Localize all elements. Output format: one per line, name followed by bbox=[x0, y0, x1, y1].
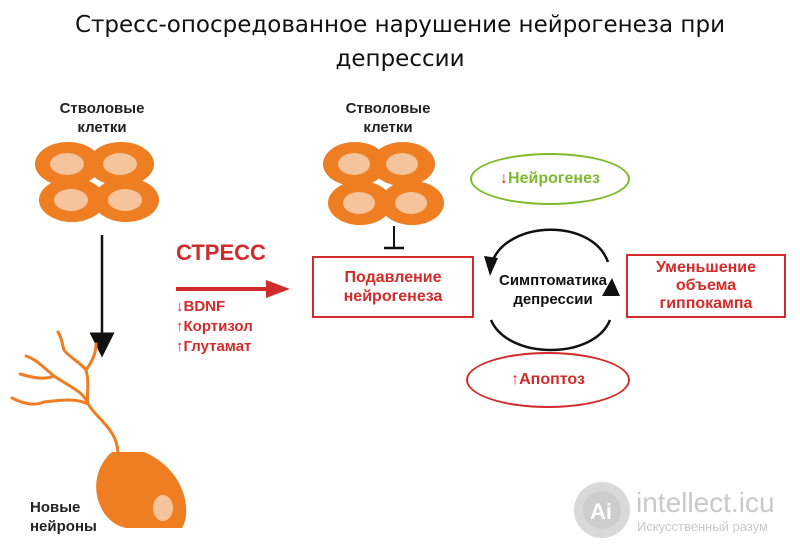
watermark-subtitle: Искусственный разум bbox=[637, 519, 768, 534]
apoptosis-ellipse: ↑Апоптоз bbox=[466, 352, 630, 408]
stress-arrow bbox=[176, 280, 290, 298]
up-arrow-icon: ↑ bbox=[176, 338, 184, 355]
watermark-text: intellect.icu bbox=[636, 487, 775, 518]
factor-glutamate: ↑Глутамат bbox=[176, 338, 252, 355]
cycle-arrows bbox=[484, 228, 620, 352]
stress-label: СТРЕСС bbox=[176, 240, 266, 265]
up-arrow-icon: ↑ bbox=[176, 318, 184, 335]
watermark-logo: Ai bbox=[574, 482, 630, 538]
left-stem-cells-label: Стволовые клетки bbox=[59, 100, 145, 136]
neuron-illustration bbox=[10, 330, 187, 528]
down-arrow-icon: ↓ bbox=[176, 298, 184, 315]
right-stem-cells-label: Стволовые клетки bbox=[345, 100, 431, 136]
inhibition-symbol bbox=[384, 226, 404, 250]
neurogenesis-ellipse: ↓Нейрогенез bbox=[470, 153, 630, 205]
new-neurons-label: Новые нейроны bbox=[30, 499, 97, 535]
svg-text:Ai: Ai bbox=[590, 499, 612, 524]
right-stem-cells bbox=[323, 142, 444, 225]
factor-cortisol: ↑Кортизол bbox=[176, 318, 253, 335]
title-line-2: депрессии bbox=[335, 46, 465, 72]
down-arrow-icon: ↓ bbox=[500, 170, 509, 187]
up-arrow-icon: ↑ bbox=[511, 371, 520, 388]
hippocampus-box: Уменьшение объема гиппокампа bbox=[626, 254, 786, 318]
diagram-title: Стресс-опосредованное нарушение нейроген… bbox=[0, 8, 800, 76]
title-line-1: Стресс-опосредованное нарушение нейроген… bbox=[74, 12, 726, 38]
factor-bdnf: ↓BDNF bbox=[176, 298, 226, 315]
left-stem-cells bbox=[35, 142, 159, 222]
symptoms-label: Симптоматика депрессии bbox=[499, 272, 607, 308]
suppression-box: Подавление нейрогенеза bbox=[312, 256, 474, 318]
